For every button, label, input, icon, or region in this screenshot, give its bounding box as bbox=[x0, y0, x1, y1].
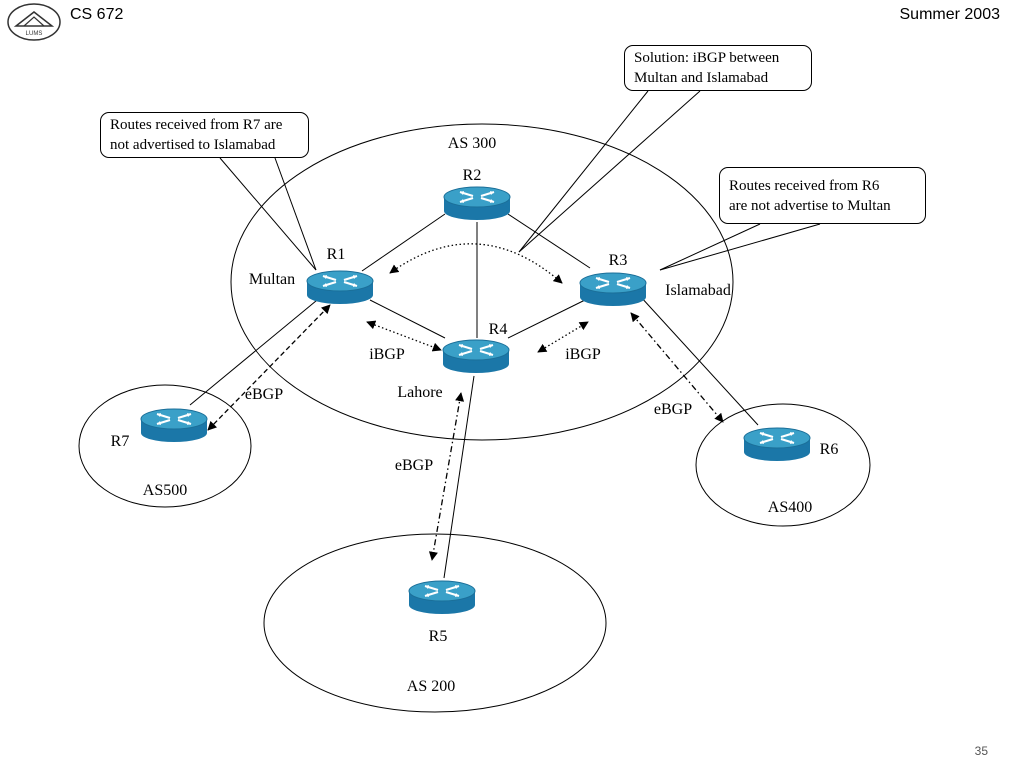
router-r6-label: R6 bbox=[820, 441, 839, 458]
link-r2-r3 bbox=[507, 213, 591, 269]
router-r4 bbox=[441, 338, 511, 375]
ibgp-session-r4-r3 bbox=[537, 321, 589, 353]
ebgp-label-r6: eBGP bbox=[654, 401, 692, 418]
logo-text: LUMS bbox=[26, 31, 43, 37]
callout-r7-line: not advertised to Islamabad bbox=[110, 137, 276, 153]
ebgp-label-r7: eBGP bbox=[245, 386, 283, 403]
as500-label: AS500 bbox=[143, 482, 187, 499]
ebgp-session-r7-r1 bbox=[207, 304, 331, 431]
router-r7-label: R7 bbox=[111, 433, 130, 450]
link-r1-r2 bbox=[361, 213, 446, 272]
router-r3 bbox=[578, 271, 648, 308]
callout-r7-pointer bbox=[274, 157, 317, 271]
callout-r6-routes: Routes received from R6 are not advertis… bbox=[719, 167, 926, 224]
router-r1-label: R1 bbox=[327, 246, 346, 263]
callout-r6-pointer bbox=[659, 223, 761, 271]
callout-r6-line: Routes received from R6 bbox=[729, 178, 880, 194]
lums-logo: LUMS bbox=[7, 3, 61, 41]
as400-boundary bbox=[695, 403, 871, 527]
as500-boundary bbox=[78, 384, 252, 508]
as400-label: AS400 bbox=[768, 499, 812, 516]
as300-boundary bbox=[230, 123, 734, 441]
callout-solution: Solution: iBGP between Multan and Islama… bbox=[624, 45, 812, 91]
router-r5 bbox=[407, 579, 477, 616]
place-islamabad: Islamabad bbox=[665, 282, 731, 299]
callout-r7-pointer bbox=[219, 157, 317, 271]
link-r4-r5 bbox=[443, 375, 475, 579]
callout-solution-pointer bbox=[518, 90, 649, 253]
ebgp-session-r4-r5 bbox=[428, 392, 465, 561]
router-r7 bbox=[139, 407, 209, 444]
callout-r6-line: are not advertise to Multan bbox=[729, 198, 891, 214]
router-r2-label: R2 bbox=[463, 167, 482, 184]
callout-r6-pointer bbox=[659, 223, 821, 271]
link-r4-r3 bbox=[507, 299, 586, 339]
ebgp-session-r3-r6 bbox=[630, 312, 724, 423]
ebgp-label-r5: eBGP bbox=[395, 457, 433, 474]
place-lahore: Lahore bbox=[397, 384, 442, 401]
term-label: Summer 2003 bbox=[899, 6, 1001, 23]
callout-solution-line: Multan and Islamabad bbox=[634, 70, 769, 86]
callout-solution-line: Solution: iBGP between bbox=[634, 50, 780, 66]
callout-solution-pointer bbox=[518, 90, 701, 253]
callout-r7-line: Routes received from R7 are bbox=[110, 117, 283, 133]
ibgp-session-r1-r3 bbox=[389, 243, 563, 284]
callout-r7-routes: Routes received from R7 are not advertis… bbox=[100, 112, 309, 158]
router-r4-label: R4 bbox=[489, 321, 508, 338]
link-r1-r4 bbox=[369, 299, 446, 339]
place-multan: Multan bbox=[249, 271, 295, 288]
router-r1 bbox=[305, 269, 375, 306]
ibgp-label-r1-r4: iBGP bbox=[369, 346, 405, 363]
ibgp-label-r4-r3: iBGP bbox=[565, 346, 601, 363]
router-r2 bbox=[442, 185, 512, 222]
as200-label: AS 200 bbox=[407, 678, 455, 695]
router-r5-label: R5 bbox=[429, 628, 448, 645]
as300-label: AS 300 bbox=[448, 135, 496, 152]
ibgp-session-r1-r4 bbox=[366, 320, 442, 352]
course-title: CS 672 bbox=[70, 6, 124, 23]
page-number: 35 bbox=[974, 744, 988, 758]
router-r6 bbox=[742, 426, 812, 463]
router-r3-label: R3 bbox=[609, 252, 628, 269]
